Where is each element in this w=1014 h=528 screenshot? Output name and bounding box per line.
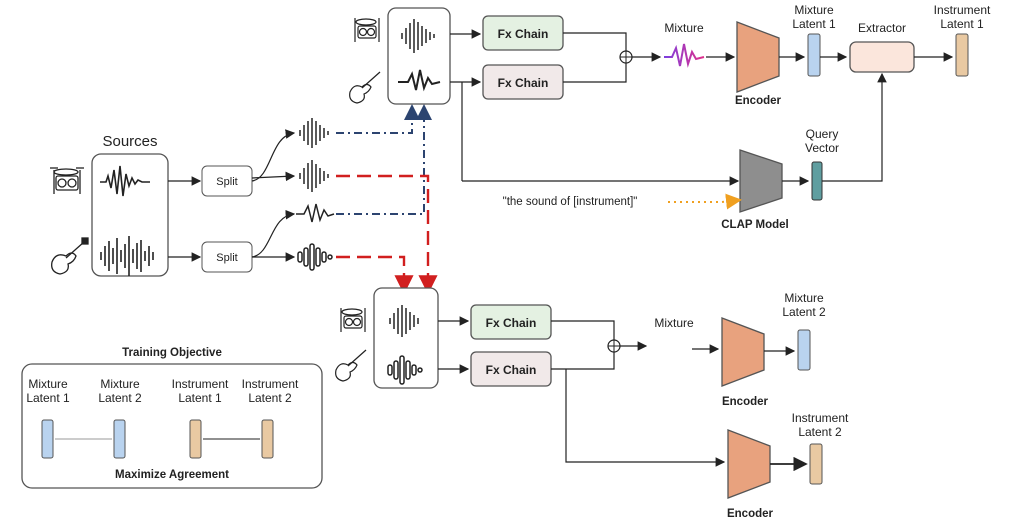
guitar-source-waveform (100, 236, 154, 276)
training-instrument-latent-2 (261, 419, 274, 459)
mixture-latent-1-label-b: Latent 1 (792, 17, 836, 31)
training-mixture-latent-1 (41, 419, 54, 459)
electric-guitar-icon (335, 349, 367, 382)
split-label-2: Split (216, 252, 237, 264)
instrument-latent-1-bar (955, 33, 969, 77)
arrow-split1-mid (251, 171, 296, 182)
query-vector-label-b: Vector (805, 141, 839, 155)
encoder-top (736, 21, 780, 93)
stem-waveform-a (299, 118, 329, 148)
top-stems-box (387, 7, 451, 105)
split-label-1: Split (216, 176, 237, 188)
instrument-latent-2-label-a: Instrument (792, 411, 849, 425)
bottom-stem-guitar-waveform (387, 355, 423, 385)
mixture-label-top: Mixture (664, 21, 704, 35)
training-title: Training Objective (122, 347, 222, 359)
instrument-latent-1-label-b: Latent 1 (940, 17, 984, 31)
bottom-stem-drum-waveform (389, 305, 419, 337)
mixture-waveform-bottom (653, 331, 683, 361)
mixture-latent-2-label-b: Latent 2 (782, 305, 826, 319)
line-bfx1-sum (551, 320, 615, 340)
navy-dashdot-path-2 (336, 104, 432, 215)
stem-waveform-d (297, 243, 333, 271)
arrow-split2-up (251, 209, 296, 258)
clap-model-label: CLAP Model (721, 219, 789, 231)
training-mixture-latent-2 (113, 419, 126, 459)
line-fx1-sum (563, 32, 627, 51)
fx-chain-top-2-label: Fx Chain (498, 76, 549, 90)
instrument-latent-2-label-b: Latent 2 (798, 425, 842, 439)
sources-box (91, 153, 169, 277)
prompt-arrow (668, 193, 742, 210)
training-col1-a: Mixture (28, 377, 68, 391)
query-vector-label-a: Query (806, 127, 839, 141)
training-col2-b: Latent 2 (98, 391, 142, 405)
training-box (21, 363, 323, 489)
training-col4-b: Latent 2 (248, 391, 292, 405)
arrow-split1-up (251, 129, 296, 182)
encoder-top-label: Encoder (735, 95, 782, 107)
encoder-bottom-1 (721, 317, 765, 387)
fx-chain-bottom-1 (470, 304, 552, 340)
top-stem-drum-waveform (401, 19, 435, 53)
training-col4-a: Instrument (242, 377, 299, 391)
training-instrument-latent-1 (189, 419, 202, 459)
mixture-latent-1-label-a: Mixture (794, 3, 834, 17)
query-vector-bar (811, 161, 823, 201)
arrow-bfx2-encoder2 (565, 369, 726, 467)
drum-kit-icon (340, 308, 366, 332)
sum-node-top (619, 50, 633, 64)
instrument-latent-1-label-a: Instrument (934, 3, 991, 17)
training-footer: Maximize Agreement (115, 469, 229, 481)
bottom-stems-box (373, 287, 439, 389)
sum-node-bottom (607, 339, 621, 353)
mixture-waveform-top (664, 43, 705, 68)
training-col3-a: Instrument (172, 377, 229, 391)
drum-kit-icon (354, 18, 380, 42)
training-col1-b: Latent 1 (26, 391, 70, 405)
training-col2-a: Mixture (100, 377, 140, 391)
clap-prompt-text: "the sound of [instrument]" (503, 196, 638, 208)
training-col3-b: Latent 1 (178, 391, 222, 405)
encoder-bottom-1-label: Encoder (722, 396, 769, 408)
extractor-label: Extractor (858, 21, 906, 35)
fx-chain-bottom-1-label: Fx Chain (486, 316, 537, 330)
mixture-latent-2-label-a: Mixture (784, 291, 824, 305)
electric-guitar-icon (51, 237, 89, 275)
instrument-latent-2-bar (809, 443, 823, 485)
electric-guitar-icon (349, 71, 381, 104)
red-dash-path-1 (336, 174, 438, 295)
red-dash-path-2 (336, 255, 414, 295)
drum-source-waveform (100, 165, 150, 197)
clap-model-shape (739, 149, 783, 213)
extractor-box (849, 41, 915, 73)
sources-title: Sources (102, 133, 157, 150)
mixture-latent-1-bar (807, 33, 821, 77)
line-bfx2-sum (551, 352, 615, 370)
arrow-query-extractor (822, 72, 887, 182)
stem-waveform-c (296, 203, 335, 223)
line-fx2-sum (563, 63, 627, 83)
navy-dashdot-path-1 (336, 104, 420, 134)
stem-waveform-b (299, 160, 329, 192)
mixture-label-bottom: Mixture (654, 316, 694, 330)
encoder-bottom-2-label: Encoder (727, 508, 774, 520)
drum-kit-icon (50, 167, 84, 194)
top-stem-guitar-waveform (398, 69, 441, 92)
encoder-bottom-2 (727, 429, 771, 499)
fx-chain-top-1-label: Fx Chain (498, 27, 549, 41)
mixture-latent-2-bar (797, 329, 811, 371)
fx-chain-bottom-2-label: Fx Chain (486, 363, 537, 377)
